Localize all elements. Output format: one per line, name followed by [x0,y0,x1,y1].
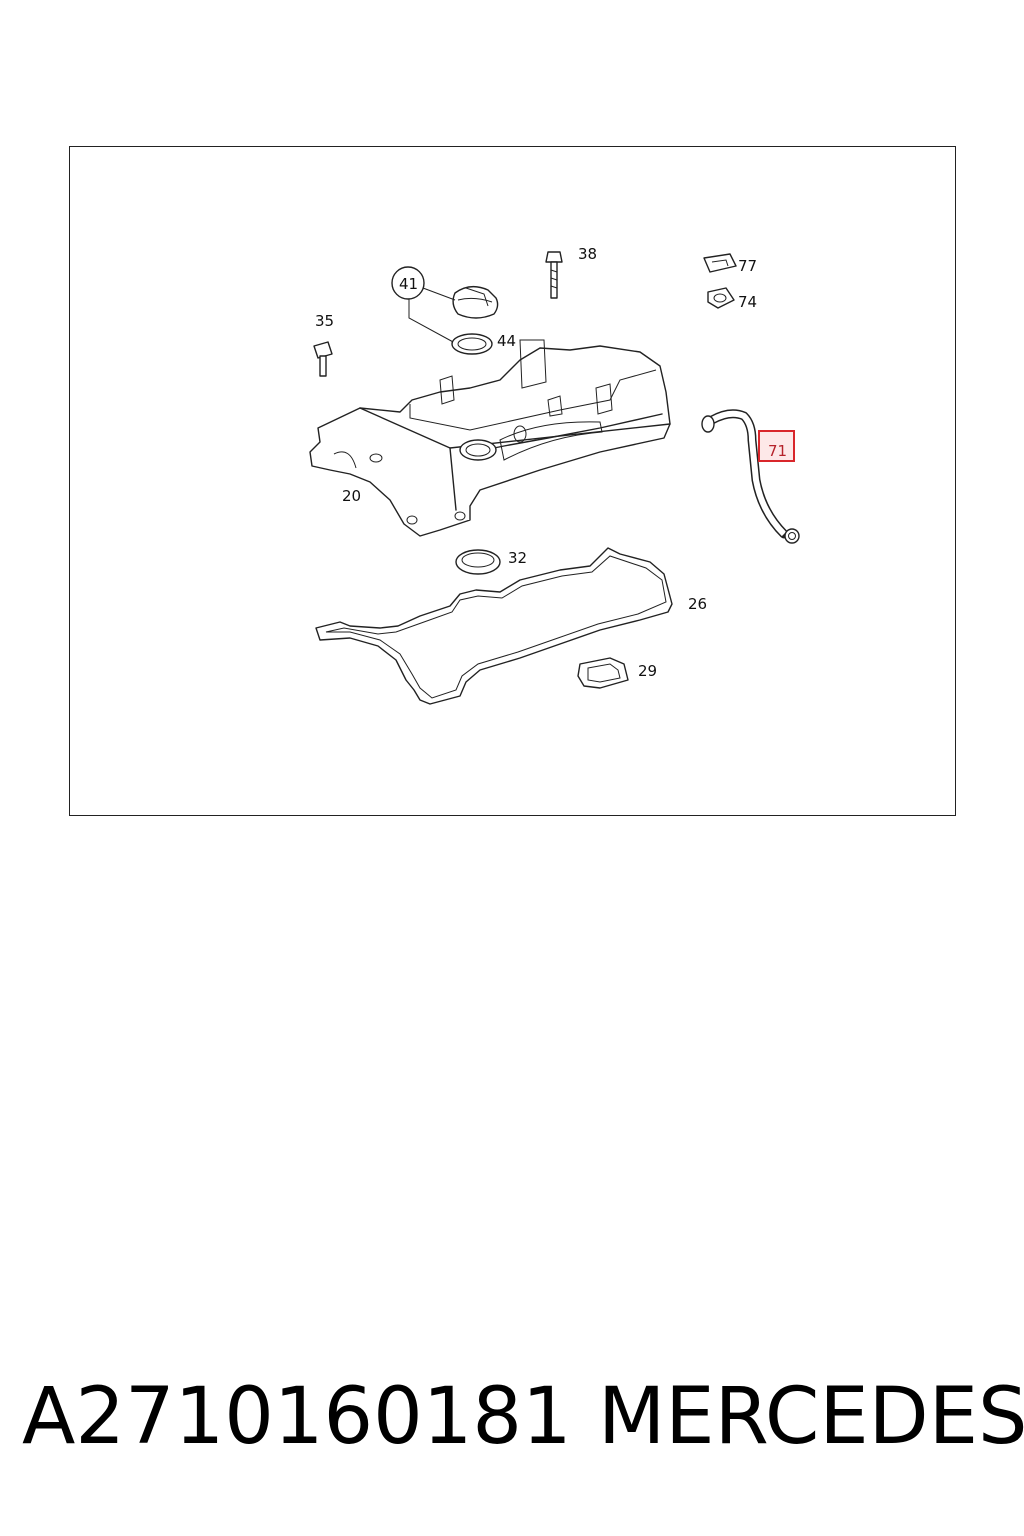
cylinder-head-cover[interactable] [309,339,671,537]
callout-41[interactable]: 41 [399,275,418,293]
brand-name: MERCEDES [598,1372,1024,1462]
callout-29[interactable]: 29 [638,662,657,680]
callout-44[interactable]: 44 [497,332,516,350]
callout-20[interactable]: 20 [342,487,361,505]
callout-77[interactable]: 77 [738,257,757,275]
breather-hose-71[interactable] [701,409,800,544]
callout-circle-41 [391,266,425,300]
seal-ring-44[interactable] [451,333,493,355]
part-number: A2710160181 [22,1372,572,1462]
callout-26[interactable]: 26 [688,595,707,613]
callout-71[interactable]: 71 [768,442,787,460]
diagram-frame [69,146,956,816]
clip-77[interactable] [703,253,737,273]
screw-35[interactable] [313,341,333,377]
highlight-box-71 [758,430,795,462]
grommet-74[interactable] [707,287,735,309]
callout-38[interactable]: 38 [578,245,597,263]
callout-32[interactable]: 32 [508,549,527,567]
callout-74[interactable]: 74 [738,293,757,311]
bolt-38[interactable] [545,251,563,299]
sealing-ring-32[interactable] [455,549,501,575]
gasket-29[interactable] [577,657,629,689]
gasket-26[interactable] [315,547,673,705]
oil-filler-cap[interactable] [452,285,499,319]
callout-35[interactable]: 35 [315,312,334,330]
